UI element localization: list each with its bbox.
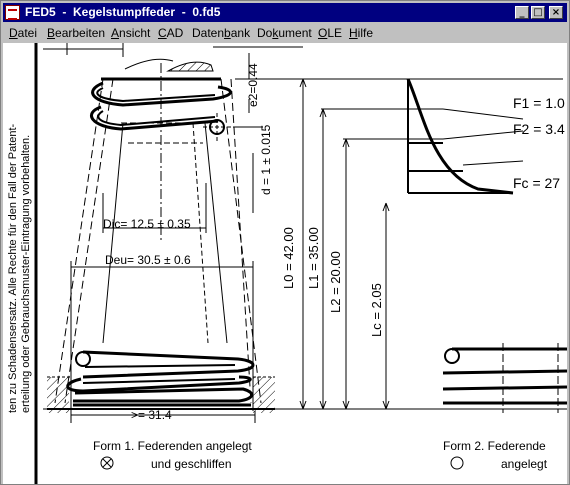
menu-cad[interactable]: CAD [158, 26, 184, 40]
force-F2-label: F2 = 3.4 [513, 121, 565, 137]
menu-dokument[interactable]: Dokument [257, 26, 312, 40]
form2-title: Form 2. Federende [443, 439, 546, 453]
menu-hilfe[interactable]: Hilfe [349, 26, 374, 40]
dim-L0-label: L0 = 42.00 [281, 227, 296, 289]
technical-drawing [34, 43, 567, 484]
close-button[interactable]: × [549, 6, 563, 19]
force-F1-label: F1 = 1.0 [513, 95, 565, 111]
dim-d-label: d = 1 ± 0.015 [259, 124, 273, 195]
minimize-button[interactable]: _ [515, 6, 529, 19]
maximize-button[interactable]: □ [531, 6, 545, 19]
force-Fc-label: Fc = 27 [513, 175, 561, 191]
copyright-line-2: erteilung oder Gebrauchsmuster-Eintragun… [20, 134, 32, 413]
menu-ole[interactable]: OLE [318, 26, 343, 40]
dim-L1-label: L1 = 35.00 [306, 227, 321, 289]
menu-ansicht[interactable]: Ansicht [111, 26, 151, 40]
drawing-canvas[interactable]: ten zu Schadensersatz. Alle Rechte für d… [3, 43, 567, 484]
menu-bearbeiten[interactable]: Bearbeiten [47, 26, 106, 40]
dim-bottom-label: >= 31.4 [131, 408, 172, 422]
menu-bar: Datei Bearbeiten Ansicht CAD Datenbank D… [3, 23, 567, 42]
window-title: FED5 - Kegelstumpffeder - 0.fd5 [25, 5, 221, 19]
dim-dic-label: Dic= 12.5 ± 0.35 [103, 217, 191, 231]
copyright-line-1: ten zu Schadensersatz. Alle Rechte für d… [7, 123, 19, 413]
top-ground-end [166, 61, 214, 72]
app-icon[interactable] [5, 5, 20, 20]
dim-e2-label: e2=0.44 [246, 63, 260, 107]
title-bar[interactable]: FED5 - Kegelstumpffeder - 0.fd5 _ □ × [3, 3, 567, 22]
form1-title: Form 1. Federenden angelegt [93, 439, 252, 453]
menu-datenbank[interactable]: Datenbank [192, 26, 251, 40]
dim-Lc-label: Lc = 2.05 [369, 283, 384, 337]
form2-subtitle: angelegt [501, 457, 548, 471]
dim-deu-label: Deu= 30.5 ± 0.6 [105, 253, 191, 267]
dim-L2-label: L2 = 20.00 [328, 251, 343, 313]
menu-datei[interactable]: Datei [9, 26, 38, 40]
form1-subtitle: und geschliffen [151, 457, 232, 471]
